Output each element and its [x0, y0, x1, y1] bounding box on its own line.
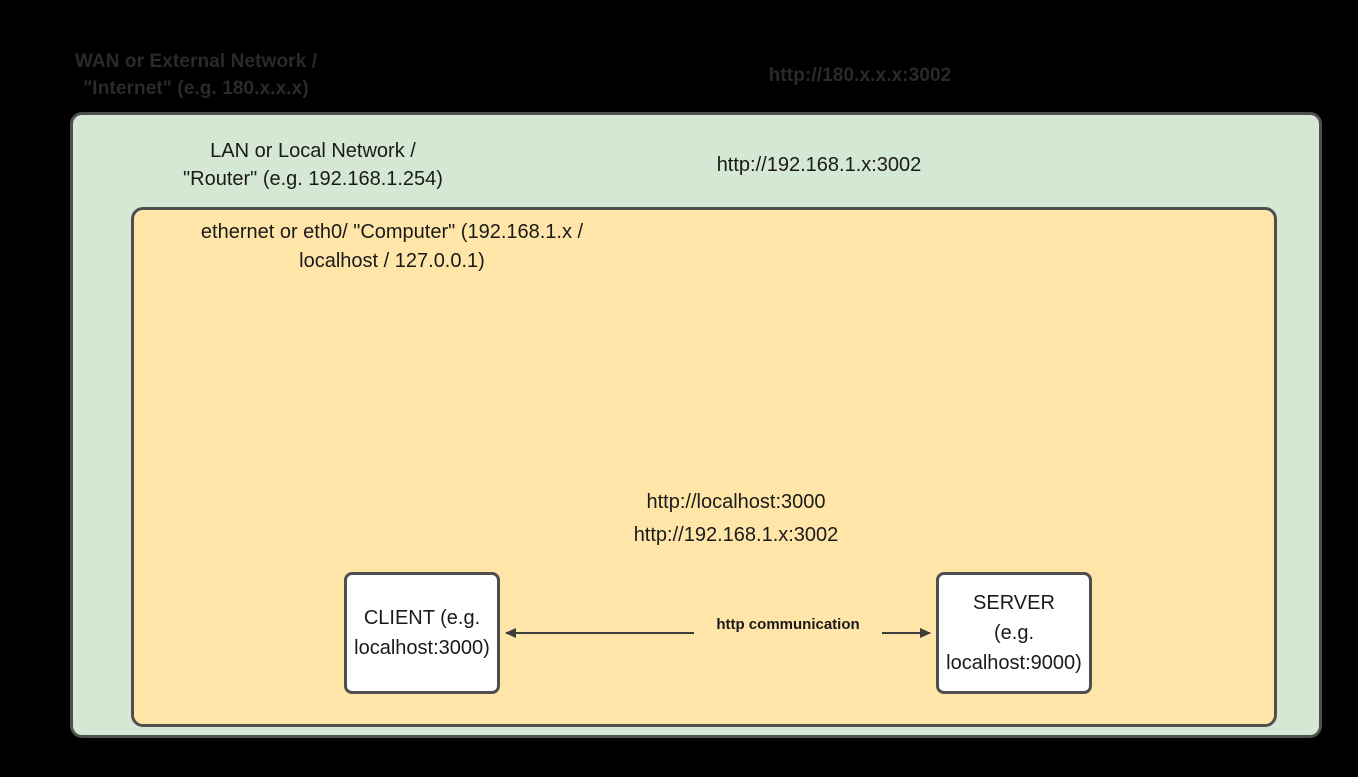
computer-url-localhost: http://localhost:3000 — [646, 491, 826, 513]
client-node[interactable]: CLIENT (e.g. localhost:3000) — [344, 572, 500, 694]
http-communication-label: http communication — [694, 614, 882, 636]
lan-network-container[interactable]: LAN or Local Network / "Router" (e.g. 19… — [70, 112, 1322, 738]
computer-url-lan: http://192.168.1.x:3002 — [633, 524, 839, 546]
computer-url-list: http://localhost:3000 http://192.168.1.x… — [586, 486, 886, 552]
lan-network-title: LAN or Local Network / "Router" (e.g. 19… — [183, 140, 443, 190]
computer-host-title: ethernet or eth0/ "Computer" (192.168.1.… — [200, 221, 584, 272]
wan-network-title: WAN or External Network / "Internet" (e.… — [74, 51, 318, 99]
wan-url-label: http://180.x.x.x:3002 — [768, 65, 952, 86]
computer-host-container[interactable]: ethernet or eth0/ "Computer" (192.168.1.… — [131, 207, 1277, 727]
lan-url-label: http://192.168.1.x:3002 — [716, 154, 922, 176]
server-node[interactable]: SERVER (e.g. localhost:9000) — [936, 572, 1092, 694]
